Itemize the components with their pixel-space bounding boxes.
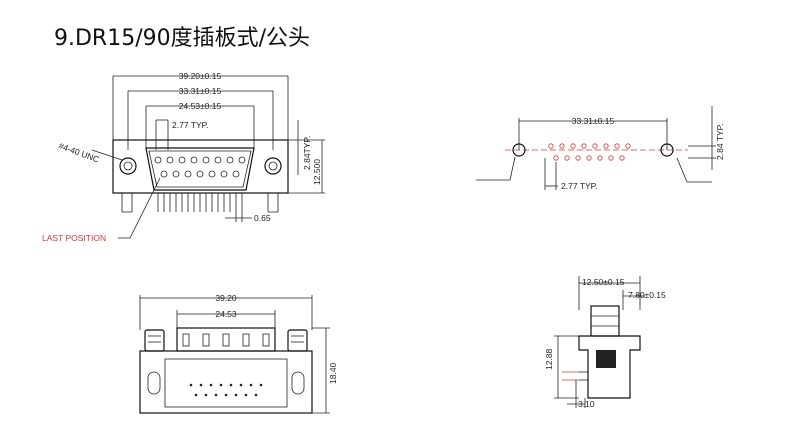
front-dim-overall: 39.20	[215, 293, 237, 303]
front-contacts	[182, 333, 270, 347]
side-dim-offset: 7.80±0.15	[628, 290, 666, 300]
pins-row-2	[160, 170, 240, 178]
front-screw-left	[144, 329, 165, 352]
front-view: 39.20 24.53	[139, 293, 338, 414]
pcb-pins-row-1	[548, 143, 631, 149]
top-view: 39.20±0.15 33.31±0.15 24.53±0.15 2.77 TY…	[42, 71, 325, 243]
side-body	[578, 335, 641, 399]
dim-pitch: 2.77 TYP.	[172, 120, 209, 130]
dim-shell: 24.53±0.15	[179, 101, 222, 111]
front-screw-right	[287, 329, 308, 352]
screw-right	[264, 157, 282, 175]
pcb-dim-row: 2.84 TYP.	[715, 123, 725, 160]
dim-pin: 0.65	[254, 213, 271, 223]
side-dim-pin: 3.10	[578, 399, 595, 409]
dim-mount: 33.31±0.15	[179, 86, 222, 96]
screw-label: #4-40 UNC	[57, 140, 100, 164]
pcb-pins-row-2	[553, 155, 625, 161]
screw-leader	[91, 149, 123, 161]
flange-outline	[112, 139, 289, 194]
side-insert	[596, 350, 616, 368]
front-body	[139, 350, 313, 414]
d-shell-outline	[145, 147, 255, 191]
pins-row-1	[154, 156, 246, 164]
pcb-dim-mount: 33.31±0.15	[572, 116, 615, 126]
side-view: 12.50±0.15 7.80±0.15 3.10 12.88	[544, 276, 666, 409]
screw-left	[119, 157, 137, 175]
pcb-edge-left	[476, 156, 516, 181]
last-position-leader	[118, 177, 161, 239]
pcb-edge-right	[676, 157, 712, 183]
side-screw	[590, 305, 620, 337]
side-dim-height: 12.88	[544, 348, 554, 370]
pcb-view: 33.31±0.15 2.84 TYP. 2.77	[476, 106, 725, 191]
front-pin-dots	[189, 383, 263, 397]
side-dim-width: 12.50±0.15	[582, 277, 625, 287]
pcb-hole-left	[512, 143, 526, 157]
dim-overall: 39.20±0.15	[179, 71, 222, 81]
dim-row: 2.84TYP.	[302, 136, 312, 170]
front-shell	[176, 327, 276, 352]
front-dim-height: 18.40	[328, 362, 338, 384]
dim-height: 12.500	[312, 159, 322, 185]
pcb-dim-pitch: 2.77 TYP.	[561, 181, 598, 191]
pcb-hole-right	[660, 143, 674, 157]
last-position-label: LAST POSITION	[42, 233, 106, 243]
front-dim-shell: 24.53	[215, 309, 237, 319]
page-title: 9.DR15/90度插板式/公头	[54, 26, 311, 51]
board-tails	[121, 193, 279, 213]
